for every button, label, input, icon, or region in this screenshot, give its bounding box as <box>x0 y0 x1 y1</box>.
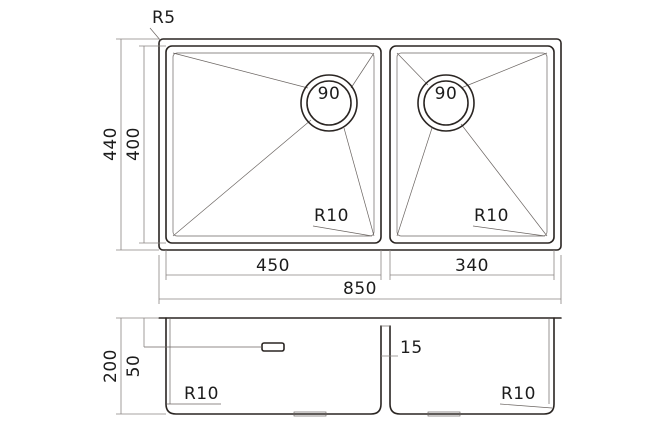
inner-height-label: 400 <box>124 127 144 161</box>
left-bowl-inner <box>172 52 375 237</box>
sink-outer-rim <box>158 38 562 251</box>
side-view: 200 50 15 R10 R10 <box>101 317 562 417</box>
left-bowl-outer <box>165 45 382 244</box>
right-bowl-outer <box>389 45 555 244</box>
right-bowl-profile <box>389 317 555 415</box>
left-drain-inner <box>306 80 352 126</box>
overflow-slot <box>261 342 285 352</box>
total-width-label: 850 <box>343 279 377 299</box>
outer-height-label: 440 <box>101 127 121 161</box>
top-view: 90 R10 90 R10 R5 <box>101 8 562 304</box>
right-drain-outer <box>417 74 475 132</box>
left-drain-outer <box>300 74 358 132</box>
rim-corner-radius-label: R5 <box>152 8 176 28</box>
left-drain-label: 90 <box>318 84 341 104</box>
overflow-height-label: 50 <box>124 355 144 378</box>
right-drain-inner <box>423 80 469 126</box>
right-bowl-inner <box>396 52 548 237</box>
divider-width-label: 15 <box>400 338 423 358</box>
left-bowl-profile <box>165 317 382 415</box>
right-drain-label: 90 <box>435 84 458 104</box>
left-bowl-width-label: 450 <box>256 256 290 276</box>
right-bowl-width-label: 340 <box>455 256 489 276</box>
right-bowl: 90 R10 <box>389 45 555 244</box>
side-height-label: 200 <box>101 349 121 383</box>
right-corner-radius-label: R10 <box>474 206 509 226</box>
side-left-radius-label: R10 <box>184 384 219 404</box>
left-corner-radius-label: R10 <box>314 206 349 226</box>
side-right-radius-label: R10 <box>501 384 536 404</box>
width-dimensions: 450 340 850 <box>158 250 562 304</box>
left-bowl: 90 R10 <box>165 45 382 244</box>
height-dimensions: 440 400 <box>101 38 166 251</box>
